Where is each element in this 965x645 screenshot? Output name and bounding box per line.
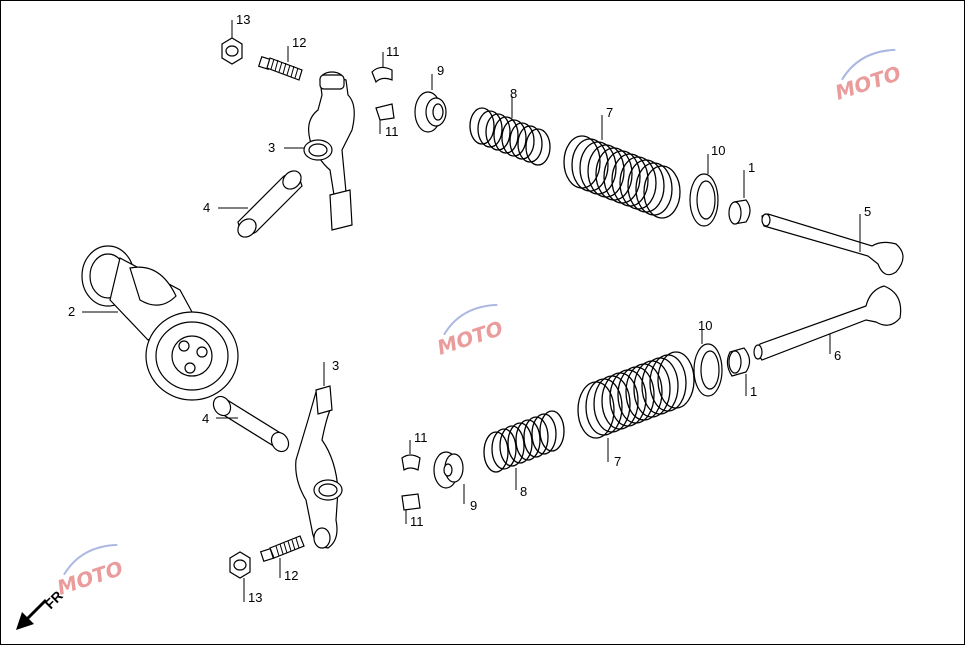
- spring-seat-washer-bottom: [693, 343, 723, 397]
- callout-8-bottom: 8: [520, 484, 527, 499]
- outer-spring-top: [563, 135, 681, 219]
- callout-4-top: 4: [203, 200, 210, 215]
- outer-spring-bottom: [577, 351, 695, 439]
- valve-stem-seal-bottom: [726, 347, 751, 377]
- callout-11-top-a: 11: [386, 44, 400, 59]
- valve-cotter-top-b: [375, 103, 395, 121]
- callout-12-bottom: 12: [284, 568, 298, 583]
- valve-cotter-bottom-a: [401, 454, 421, 472]
- watermark-top-right: MOTO: [832, 48, 904, 105]
- callout-7-top: 7: [606, 105, 613, 120]
- callout-10-top: 10: [711, 143, 725, 158]
- svg-text:MOTO: MOTO: [832, 61, 904, 105]
- rocker-shaft-bottom: [212, 395, 290, 453]
- callout-11-bottom-a: 11: [414, 430, 428, 445]
- adjuster-screw-bottom: [259, 535, 305, 563]
- callout-9-top: 9: [437, 63, 444, 78]
- lock-nut-top: [221, 37, 243, 65]
- callout-6: 6: [834, 348, 841, 363]
- spring-retainer-bottom: [433, 451, 464, 489]
- callout-12-top: 12: [292, 35, 306, 50]
- rocker-arm-bottom: [295, 385, 343, 549]
- rocker-shaft-top: [237, 170, 303, 238]
- valve-stem-seal-top: [728, 199, 751, 225]
- callout-1-bottom: 1: [750, 384, 757, 399]
- callout-13-bottom: 13: [248, 590, 262, 605]
- svg-text:MOTO: MOTO: [54, 556, 126, 600]
- spring-retainer-top: [414, 91, 447, 133]
- front-direction-arrow: [16, 598, 48, 630]
- intake-valve: [761, 213, 904, 276]
- valve-cotter-bottom-b: [401, 493, 421, 511]
- valve-cotter-top-a: [371, 66, 393, 84]
- exhaust-valve: [753, 285, 902, 361]
- adjuster-screw-top: [257, 55, 303, 81]
- callout-5: 5: [864, 204, 871, 219]
- callout-4-bottom: 4: [202, 411, 209, 426]
- callout-11-bottom-b: 11: [410, 514, 424, 529]
- callout-3-bottom: 3: [332, 358, 339, 373]
- callout-1-top: 1: [748, 160, 755, 175]
- svg-text:MOTO: MOTO: [434, 316, 506, 360]
- callout-13-top: 13: [236, 12, 250, 27]
- lock-nut-bottom: [229, 551, 251, 579]
- inner-spring-bottom: [483, 410, 565, 473]
- callout-9-bottom: 9: [470, 498, 477, 513]
- watermark-bottom-left: MOTO: [54, 543, 126, 600]
- inner-spring-top: [469, 107, 551, 166]
- callout-2: 2: [68, 304, 75, 319]
- spring-seat-washer-top: [689, 173, 719, 227]
- callout-3-top: 3: [268, 140, 275, 155]
- callout-7-bottom: 7: [614, 454, 621, 469]
- callout-8-top: 8: [510, 86, 517, 101]
- camshaft: [81, 245, 239, 401]
- callout-10-bottom: 10: [698, 318, 712, 333]
- watermark-center: MOTO: [434, 303, 506, 360]
- rocker-arm-top: [303, 71, 355, 231]
- callout-11-top-b: 11: [385, 124, 399, 139]
